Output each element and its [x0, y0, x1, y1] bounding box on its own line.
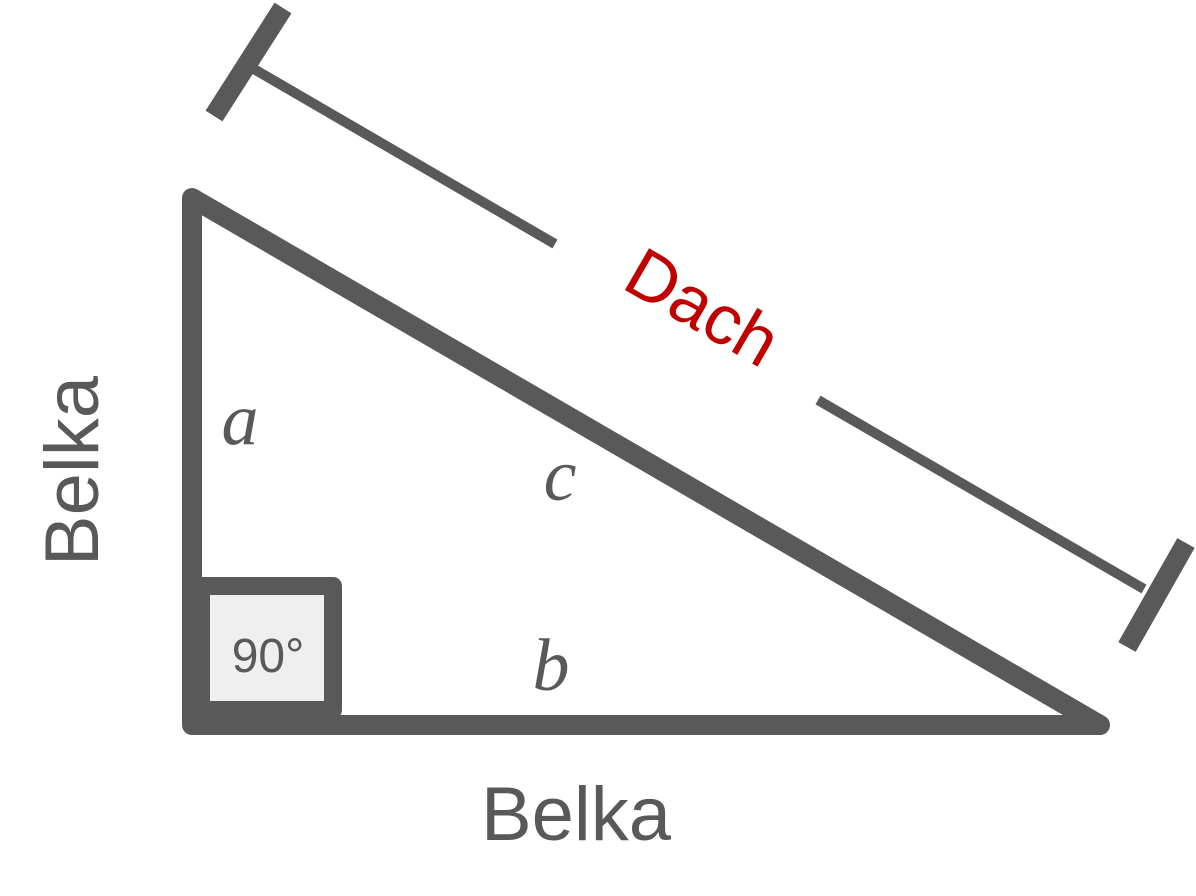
- horizontal-measure-label: Belka: [481, 772, 672, 857]
- dimension-line-upper: [244, 60, 558, 249]
- dimension-end-cap-bottom: [1118, 538, 1195, 652]
- dimension-line-lower: [815, 395, 1147, 594]
- triangle-outline: [182, 188, 1110, 735]
- hypotenuse-measure-label: Dach: [612, 233, 793, 382]
- side-b-label: b: [533, 625, 570, 707]
- side-a-label: a: [222, 379, 259, 461]
- right-angle-label: 90°: [232, 630, 305, 683]
- vertical-measure-label: Belka: [30, 375, 115, 566]
- dimension-end-cap-top: [205, 2, 292, 122]
- side-c-label: c: [544, 435, 577, 517]
